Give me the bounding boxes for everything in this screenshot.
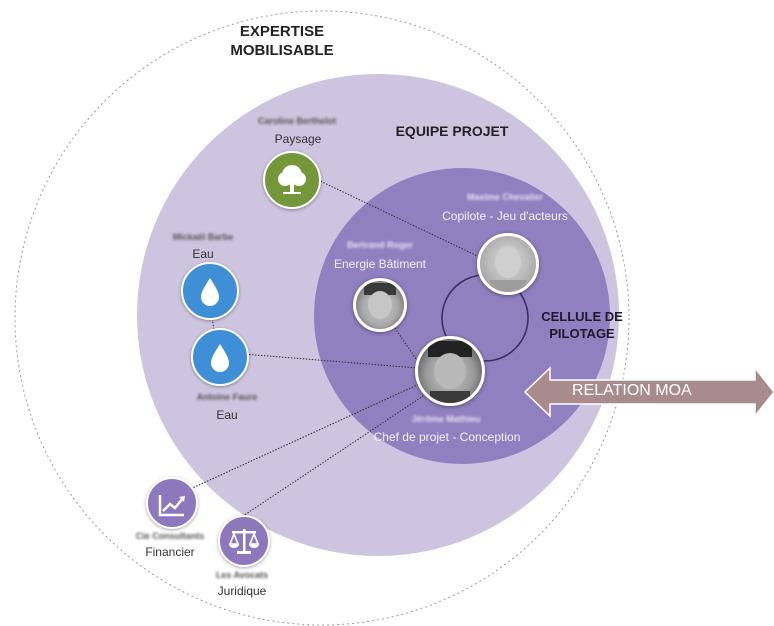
energie-portrait[interactable] <box>353 278 407 332</box>
juridique-role: Juridique <box>217 584 267 598</box>
financier-node[interactable] <box>146 477 198 529</box>
chef-name: Jérôme Mathieu <box>411 414 481 424</box>
paysage-role: Paysage <box>274 132 322 146</box>
person-silhouette <box>428 341 472 403</box>
eau-bottom-role: Eau <box>216 408 238 422</box>
paysage-name: Caroline Berthelot <box>257 116 336 126</box>
paysage-node[interactable] <box>263 151 321 209</box>
expertise-title: EXPERTISE MOBILISABLE <box>230 23 334 59</box>
copilote-name: Maxime Chevalier <box>466 192 544 202</box>
energie-name: Bertrand Roger <box>346 240 413 250</box>
chef-role: Chef de projet - Conception <box>373 430 521 444</box>
tree-icon <box>278 165 306 194</box>
chart-growth-icon <box>158 495 185 517</box>
chef-portrait[interactable] <box>415 336 485 406</box>
person-silhouette <box>490 246 526 292</box>
eau-top-name: Mickaël Barbe <box>172 232 234 242</box>
relation-moa-label: RELATION MOA <box>572 382 692 399</box>
juridique-name: Les Avocats <box>215 570 269 580</box>
balance-scale-icon <box>228 529 260 554</box>
water-drop-icon <box>201 278 219 306</box>
link-financier-chef <box>187 379 429 491</box>
financier-role: Financier <box>145 545 195 559</box>
copilote-portrait[interactable] <box>477 233 539 295</box>
relation-moa-arrow <box>523 365 774 419</box>
eau-bottom-name: Antoine Faure <box>196 392 258 402</box>
energie-role: Energie Bâtiment <box>333 257 427 271</box>
water-drop-icon <box>211 344 229 372</box>
eau-bottom-node[interactable] <box>191 328 249 386</box>
copilote-role: Copilote - Jeu d'acteurs <box>442 209 568 223</box>
eau-top-role: Eau <box>192 247 214 261</box>
equipe-title: EQUIPE PROJET <box>395 123 509 139</box>
financier-name: Cie Consultants <box>135 531 205 541</box>
eau-top-node[interactable] <box>181 262 239 320</box>
link-juridique-chef <box>239 387 436 519</box>
link-eau-chef <box>242 353 419 369</box>
person-silhouette <box>364 283 396 319</box>
juridique-node[interactable] <box>218 515 270 567</box>
cellule-title: CELLULE DE PILOTAGE <box>541 309 623 341</box>
